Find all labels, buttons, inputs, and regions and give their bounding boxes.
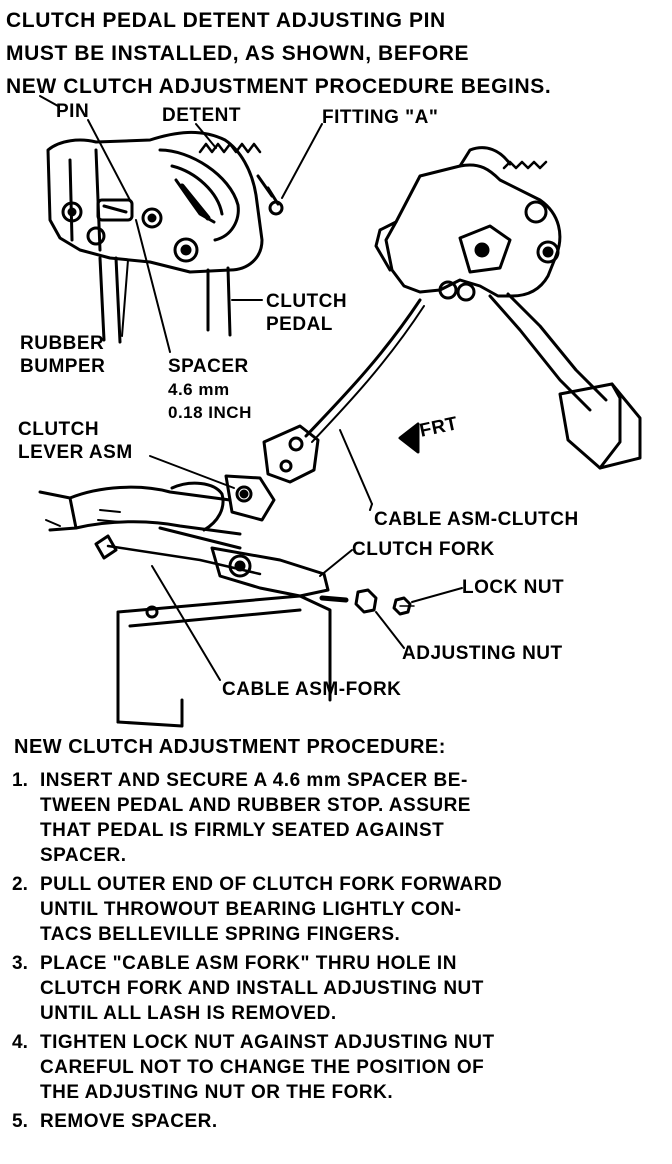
adjusting-nut-label: ADJUSTING NUT [402,643,563,664]
header-caption: CLUTCH PEDAL DETENT ADJUSTING PIN MUST B… [6,4,646,103]
clutch-pedal-label-line: CLUTCH [266,291,348,312]
header-line: NEW CLUTCH ADJUSTMENT PROCEDURE BEGINS. [6,75,552,98]
procedure-title: NEW CLUTCH ADJUSTMENT PROCEDURE: [14,736,446,758]
clutch-pedal-label-line: PEDAL [266,314,333,335]
spacer-label-line: 4.6 mm [168,380,230,399]
step-text-line: TWEEN PEDAL AND RUBBER STOP. ASSURE [40,795,471,816]
detent-label: DETENT [162,105,241,126]
clutch-lever-and-fork [38,424,415,728]
leader-lines-upper [39,95,323,353]
clutch-fork-label: CLUTCH FORK [352,539,495,560]
step-text-line: CAREFUL NOT TO CHANGE THE POSITION OF [40,1057,485,1078]
clutch-lever-asm-label-line: LEVER ASM [18,442,133,463]
procedure-step: 3. PLACE "CABLE ASM FORK" THRU HOLE IN C… [10,951,660,1026]
procedure-step: 5. REMOVE SPACER. [10,1109,660,1134]
step-text-line: THAT PEDAL IS FIRMLY SEATED AGAINST [40,820,445,841]
spacer-label-line: SPACER [168,356,249,377]
clutch-lever-asm-label-line: CLUTCH [18,419,100,440]
leader-lines-lower [149,455,463,681]
rubber-bumper-label-line: BUMPER [20,356,106,377]
header-line: CLUTCH PEDAL DETENT ADJUSTING PIN [6,9,446,32]
step-text-line: REMOVE SPACER. [40,1111,218,1132]
pedal-box-right [374,146,642,470]
adjustment-procedure: NEW CLUTCH ADJUSTMENT PROCEDURE: 1. INSE… [10,732,660,1138]
step-text-line: SPACER. [40,845,127,866]
rubber-bumper-label-line: RUBBER [20,333,105,354]
step-number: 4. [12,1032,28,1053]
step-number: 5. [12,1111,28,1132]
cable-asm-fork-label: CABLE ASM-FORK [222,679,402,700]
step-text-line: CLUTCH FORK AND INSTALL ADJUSTING NUT [40,978,484,999]
header-line: MUST BE INSTALLED, AS SHOWN, BEFORE [6,42,470,65]
rubber-bumper-label: RUBBER BUMPER [20,332,105,378]
procedure-steps: 1. INSERT AND SECURE A 4.6 mm SPACER BE-… [10,768,660,1134]
cable-asm-clutch-label: CABLE ASM-CLUTCH [374,509,579,530]
spacer-label-line: 0.18 INCH [168,403,252,422]
lock-nut-label: LOCK NUT [462,577,565,598]
step-text-line: PLACE "CABLE ASM FORK" THRU HOLE IN [40,953,457,974]
step-number: 1. [12,770,28,791]
step-number: 3. [12,953,28,974]
step-number: 2. [12,874,28,895]
fitting-a-label: FITTING "A" [322,107,439,128]
step-text-line: PULL OUTER END OF CLUTCH FORK FORWARD [40,874,503,895]
clutch-pedal-label: CLUTCH PEDAL [266,290,347,336]
clutch-cable [304,298,425,505]
step-text-line: TACS BELLEVILLE SPRING FINGERS. [40,924,401,945]
step-text-line: UNTIL THROWOUT BEARING LIGHTLY CON- [40,899,462,920]
procedure-step: 1. INSERT AND SECURE A 4.6 mm SPACER BE-… [10,768,660,868]
step-text-line: TIGHTEN LOCK NUT AGAINST ADJUSTING NUT [40,1032,495,1053]
clutch-lever-asm-label: CLUTCH LEVER ASM [18,418,133,464]
front-arrow-icon [398,422,420,454]
procedure-step: 2. PULL OUTER END OF CLUTCH FORK FORWARD… [10,872,660,947]
spacer-label: SPACER 4.6 mm 0.18 INCH [168,355,252,424]
step-text-line: THE ADJUSTING NUT OR THE FORK. [40,1082,394,1103]
step-text-line: UNTIL ALL LASH IS REMOVED. [40,1003,337,1024]
clutch-assembly-illustration [38,95,642,728]
step-text-line: INSERT AND SECURE A 4.6 mm SPACER BE- [40,770,468,791]
pedal-bracket-detail [46,130,284,344]
pin-label: PIN [56,101,90,122]
procedure-step: 4. TIGHTEN LOCK NUT AGAINST ADJUSTING NU… [10,1030,660,1105]
